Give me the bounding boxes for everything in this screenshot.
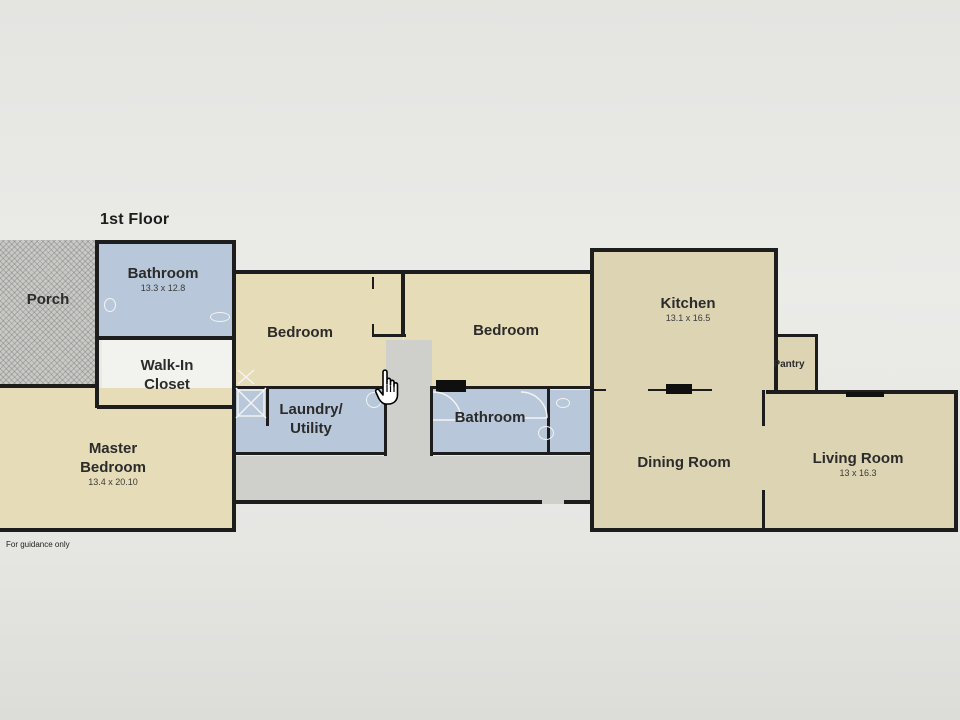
wall bbox=[594, 389, 606, 391]
guidance-note: For guidance only bbox=[6, 540, 70, 549]
wall bbox=[236, 452, 386, 455]
kitchen-label: Kitchen 13.1 x 16.5 bbox=[660, 295, 716, 323]
wall bbox=[236, 270, 594, 274]
pantry-label: Pantry bbox=[773, 359, 805, 370]
laundry-label: Laundry/ Utility bbox=[279, 401, 343, 437]
porch-area bbox=[0, 240, 97, 386]
living-room-area bbox=[766, 392, 956, 530]
wall bbox=[97, 405, 234, 409]
wall bbox=[95, 240, 99, 408]
toilet-icon bbox=[538, 426, 554, 440]
sink-icon bbox=[556, 398, 570, 408]
laundry-area bbox=[236, 388, 384, 454]
wall bbox=[0, 384, 97, 388]
floor-title: 1st Floor bbox=[100, 211, 170, 228]
wall bbox=[266, 386, 269, 426]
wall bbox=[232, 240, 236, 530]
bedroom-1-label: Bedroom bbox=[267, 324, 333, 341]
wall bbox=[432, 386, 594, 389]
wall bbox=[592, 528, 958, 532]
wall bbox=[564, 500, 594, 504]
wall bbox=[776, 334, 818, 337]
porch-label: Porch bbox=[26, 291, 70, 308]
sink-icon bbox=[210, 312, 230, 322]
wall bbox=[430, 386, 433, 456]
wall bbox=[372, 277, 374, 289]
toilet-icon bbox=[104, 298, 116, 312]
wall bbox=[592, 248, 778, 252]
bathroom-1-area bbox=[97, 242, 234, 338]
living-room-label: Living Room 13 x 16.3 bbox=[812, 450, 904, 478]
wall bbox=[372, 334, 406, 337]
bathroom-1-label: Bathroom 13.3 x 12.8 bbox=[127, 265, 199, 293]
wall bbox=[590, 248, 594, 532]
wall bbox=[432, 452, 594, 455]
bedroom-2-label: Bedroom bbox=[473, 322, 539, 339]
wall bbox=[95, 240, 235, 244]
bedroom-2-area bbox=[404, 274, 592, 388]
pantry-area bbox=[774, 336, 816, 390]
master-bedroom-area bbox=[0, 388, 236, 530]
wall bbox=[954, 390, 958, 530]
hallway-area bbox=[236, 456, 594, 504]
wall bbox=[547, 386, 550, 454]
bathroom-2-label: Bathroom bbox=[454, 409, 526, 426]
wall bbox=[762, 390, 765, 426]
hand-pointer-icon bbox=[375, 369, 399, 405]
wall bbox=[236, 500, 542, 504]
wall bbox=[236, 386, 386, 389]
counter-block bbox=[666, 384, 692, 394]
wall bbox=[815, 334, 818, 392]
dining-room-label: Dining Room bbox=[637, 454, 731, 471]
wall bbox=[0, 528, 236, 532]
chimney-block bbox=[436, 380, 466, 392]
wall bbox=[774, 250, 778, 390]
bedroom-1-area bbox=[236, 272, 403, 388]
wall bbox=[401, 272, 405, 336]
wall bbox=[384, 386, 387, 456]
master-bedroom-label: Master Bedroom 13.4 x 20.10 bbox=[80, 440, 146, 487]
wall bbox=[762, 490, 765, 530]
walk-in-closet-label: Walk-In Closet bbox=[140, 357, 194, 393]
wall bbox=[372, 324, 374, 336]
wall bbox=[97, 336, 234, 340]
window-block bbox=[846, 392, 884, 397]
